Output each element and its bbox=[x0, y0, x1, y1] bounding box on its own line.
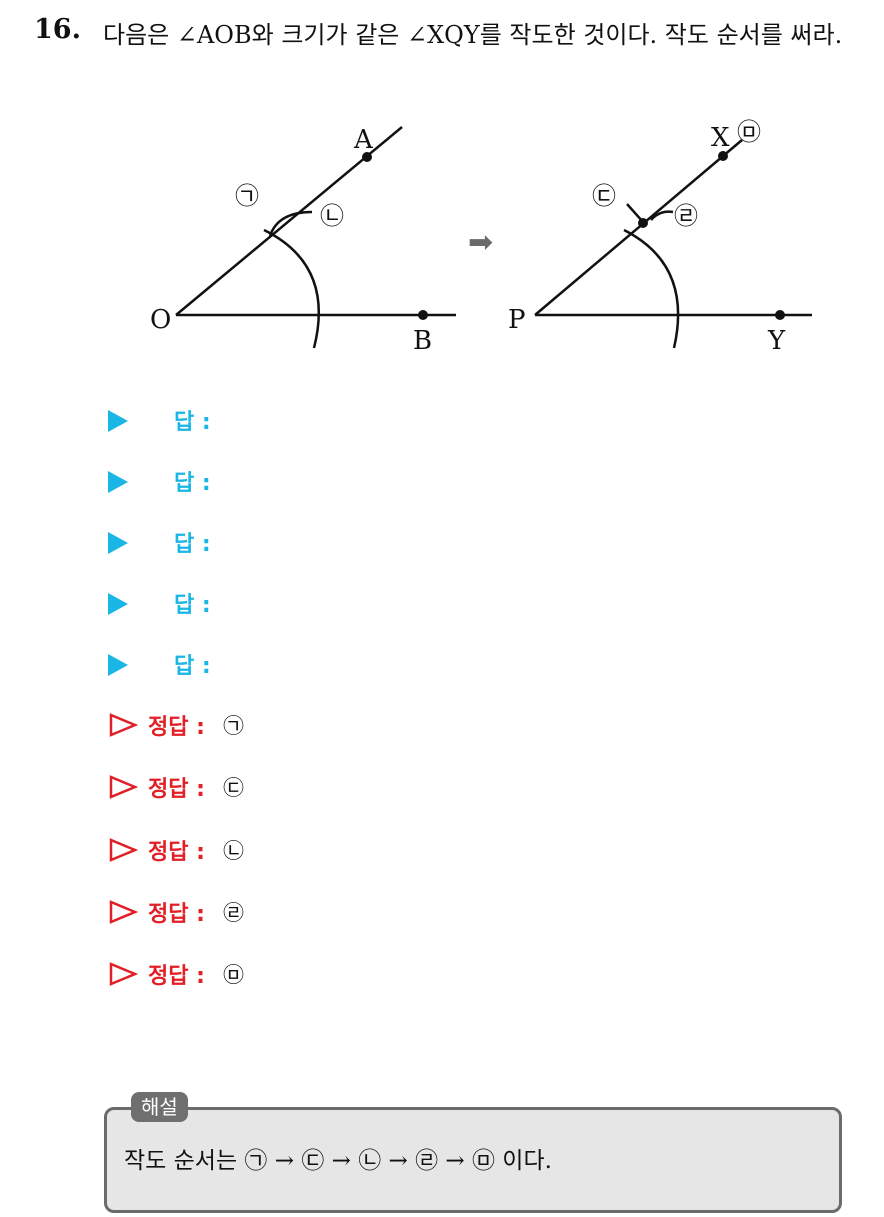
answer-label: 답 : bbox=[174, 654, 211, 679]
left-angle-construction bbox=[175, 126, 456, 349]
answer-label: 답 : bbox=[174, 410, 211, 435]
intersection-dot bbox=[638, 218, 648, 228]
point-y-dot bbox=[775, 310, 785, 320]
question-text: 다음은 ∠AOB와 크기가 같은 ∠XQY를 작도한 것이다. 작도 순서를 써… bbox=[103, 21, 843, 49]
answer-label: 답 : bbox=[174, 532, 211, 557]
ray-px bbox=[534, 139, 743, 316]
answer-marker-icon bbox=[108, 593, 128, 615]
key-label: 정답 : bbox=[148, 964, 205, 989]
answer-row[interactable]: 답 : bbox=[108, 400, 211, 440]
label-p: P bbox=[508, 305, 526, 335]
answer-marker-icon bbox=[108, 532, 128, 554]
arc-5 bbox=[650, 210, 674, 221]
label-b: B bbox=[413, 326, 432, 356]
key-marker-icon bbox=[109, 900, 138, 924]
key-value: ㉢ bbox=[222, 776, 244, 800]
key-row: 정답 : ㉡ bbox=[108, 830, 244, 870]
mark-first: ㉠ bbox=[235, 182, 259, 210]
point-a-dot bbox=[362, 152, 372, 162]
label-a: A bbox=[353, 125, 374, 155]
answer-row[interactable]: 답 : bbox=[108, 522, 211, 562]
key-row: 정답 : ㉠ bbox=[108, 705, 244, 745]
key-label: 정답 : bbox=[148, 902, 205, 927]
key-row: 정답 : ㉤ bbox=[108, 954, 244, 994]
key-row: 정답 : ㉣ bbox=[108, 892, 244, 932]
answer-label: 답 : bbox=[174, 593, 211, 618]
answer-marker-icon bbox=[108, 654, 128, 676]
explanation-tab: 해설 bbox=[131, 1092, 188, 1122]
key-value: ㉠ bbox=[222, 714, 244, 738]
mark-fourth: ㉣ bbox=[674, 202, 698, 230]
construction-figure: A O B ㉠ ㉡ ➡ X P Y ㉤ ㉢ ㉣ bbox=[150, 118, 812, 356]
arc-3 bbox=[623, 228, 680, 349]
point-b-dot bbox=[418, 310, 428, 320]
label-y: Y bbox=[767, 326, 786, 356]
right-angle-construction bbox=[534, 139, 812, 349]
explanation-box bbox=[104, 1107, 842, 1213]
label-x: X bbox=[711, 123, 730, 153]
mark-fifth: ㉤ bbox=[737, 118, 761, 146]
right-arrow-icon: ➡ bbox=[468, 225, 493, 260]
answer-label: 답 : bbox=[174, 471, 211, 496]
point-x-dot bbox=[718, 151, 728, 161]
key-marker-icon bbox=[109, 713, 138, 737]
key-label: 정답 : bbox=[148, 777, 205, 802]
arc-2 bbox=[268, 210, 313, 237]
answer-row[interactable]: 답 : bbox=[108, 583, 211, 623]
mark-third: ㉢ bbox=[592, 182, 616, 210]
arc-1 bbox=[263, 228, 321, 349]
mark-second: ㉡ bbox=[320, 202, 344, 230]
key-value: ㉤ bbox=[222, 963, 244, 987]
key-marker-icon bbox=[109, 962, 138, 986]
key-marker-icon bbox=[109, 838, 138, 862]
key-row: 정답 : ㉢ bbox=[108, 767, 244, 807]
label-o: O bbox=[150, 305, 171, 335]
question-number: 16. bbox=[34, 14, 81, 45]
key-value: ㉣ bbox=[222, 901, 244, 925]
key-value: ㉡ bbox=[222, 839, 244, 863]
answer-row[interactable]: 답 : bbox=[108, 644, 211, 684]
answer-marker-icon bbox=[108, 410, 128, 432]
answer-marker-icon bbox=[108, 471, 128, 493]
explanation-text: 작도 순서는 ㉠ → ㉢ → ㉡ → ㉣ → ㉤ 이다. bbox=[124, 1148, 552, 1174]
answer-row[interactable]: 답 : bbox=[108, 461, 211, 501]
key-label: 정답 : bbox=[148, 840, 205, 865]
key-label: 정답 : bbox=[148, 715, 205, 740]
key-marker-icon bbox=[109, 775, 138, 799]
